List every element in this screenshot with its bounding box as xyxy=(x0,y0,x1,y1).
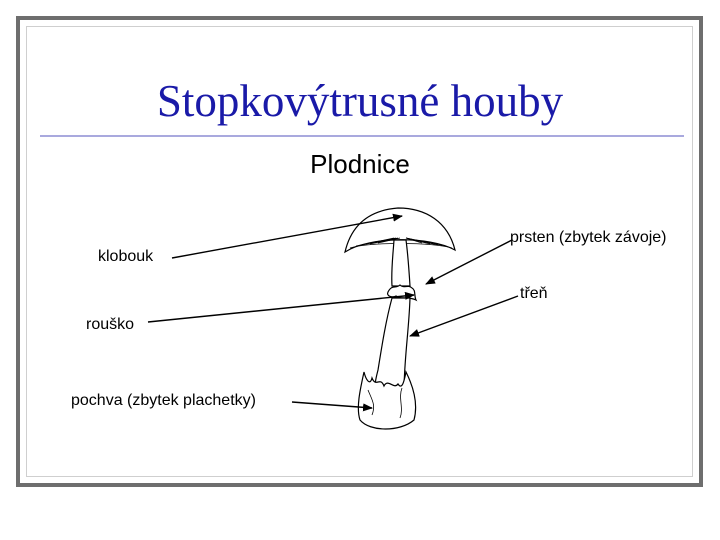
arrow-rousko xyxy=(147,291,415,323)
label-tren: třeň xyxy=(520,285,548,302)
arrow-pochva xyxy=(291,401,373,412)
mushroom-illustration xyxy=(344,207,456,430)
slide-inner-border xyxy=(26,26,693,477)
arrow-prsten xyxy=(425,239,513,285)
arrow-tren xyxy=(409,295,519,337)
leader-arrows xyxy=(147,213,519,412)
label-klobouk: klobouk xyxy=(98,248,154,265)
label-prsten: prsten (zbytek závoje) xyxy=(510,229,667,246)
mushroom-upper-stem xyxy=(391,239,411,287)
label-rousko: rouško xyxy=(86,316,135,333)
slide-subtitle: Plodnice xyxy=(310,149,410,179)
mushroom-gills xyxy=(349,237,453,249)
label-pochva: pochva (zbytek plachetky) xyxy=(71,392,256,409)
title-rule xyxy=(40,135,684,137)
slide-title: Stopkovýtrusné houby xyxy=(156,76,564,126)
arrow-klobouk xyxy=(171,213,403,259)
